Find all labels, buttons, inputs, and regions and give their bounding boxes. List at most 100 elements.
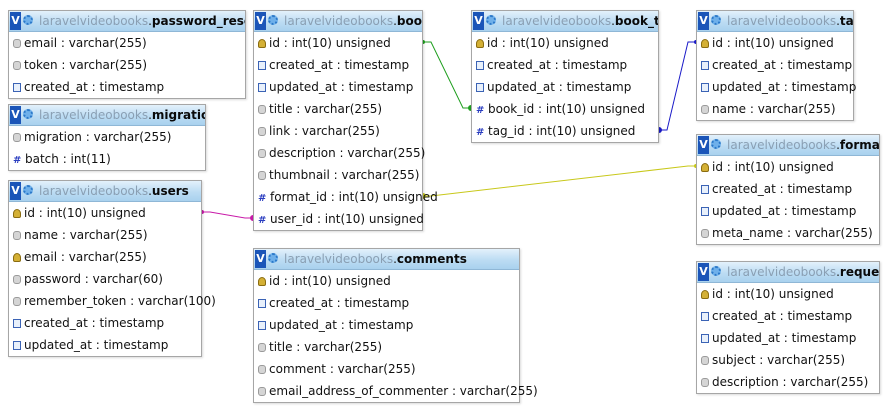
date-icon — [701, 334, 709, 343]
column-text: title : varchar(255) — [269, 102, 383, 116]
gen-icon — [258, 171, 266, 180]
date-icon — [701, 61, 709, 70]
toggle-columns-button[interactable]: V — [698, 136, 709, 154]
relation-books-users — [200, 210, 256, 221]
column-row: id : int(10) unsigned — [254, 32, 422, 54]
column-text: id : int(10) unsigned — [712, 287, 834, 301]
gear-icon[interactable] — [711, 15, 721, 25]
column-row: #user_id : int(10) unsigned — [254, 208, 424, 230]
table-name: book_tag — [614, 14, 658, 28]
date-icon — [258, 83, 266, 92]
key-icon — [701, 39, 709, 48]
gear-icon[interactable] — [486, 15, 496, 25]
num-icon: # — [13, 155, 22, 166]
column-text: created_at : timestamp — [269, 58, 410, 72]
column-text: updated_at : timestamp — [269, 318, 414, 332]
column-text: book_id : int(10) unsigned — [488, 102, 645, 116]
gen-icon — [13, 61, 21, 70]
table-title: laravelvideobooks.formats — [727, 137, 879, 153]
date-icon — [13, 83, 21, 92]
table-title: laravelvideobooks.migrations — [39, 107, 205, 123]
gear-icon[interactable] — [23, 15, 33, 25]
toggle-columns-button[interactable]: V — [698, 263, 709, 281]
column-text: created_at : timestamp — [712, 309, 853, 323]
database-name: laravelvideobooks — [502, 14, 612, 28]
column-row: description : varchar(255) — [254, 142, 425, 164]
num-icon: # — [476, 127, 485, 138]
table-name: requests — [839, 265, 879, 279]
toggle-columns-button[interactable]: V — [255, 250, 266, 268]
column-text: created_at : timestamp — [712, 182, 853, 196]
column-row: id : int(10) unsigned — [472, 32, 658, 54]
database-name: laravelvideobooks — [39, 108, 149, 122]
column-row: updated_at : timestamp — [697, 327, 879, 349]
column-text: password : varchar(60) — [24, 272, 163, 286]
gear-icon[interactable] — [23, 185, 33, 195]
gear-icon[interactable] — [268, 15, 278, 25]
date-icon — [13, 319, 21, 328]
column-row: link : varchar(255) — [254, 120, 422, 142]
toggle-columns-button[interactable]: V — [10, 106, 21, 124]
column-text: created_at : timestamp — [712, 58, 853, 72]
gen-icon — [258, 149, 266, 158]
toggle-columns-button[interactable]: V — [10, 12, 21, 30]
column-text: created_at : timestamp — [487, 58, 628, 72]
toggle-columns-button[interactable]: V — [255, 12, 266, 30]
column-text: updated_at : timestamp — [24, 338, 169, 352]
column-text: comment : varchar(255) — [269, 362, 416, 376]
gear-icon[interactable] — [711, 266, 721, 276]
column-row: #tag_id : int(10) unsigned — [472, 120, 658, 142]
relation-book_tag-books — [421, 40, 474, 111]
column-text: user_id : int(10) unsigned — [270, 212, 424, 226]
table-password-resets[interactable]: Vlaravelvideobooks.password_resetsemail … — [8, 10, 246, 99]
column-row: subject : varchar(255) — [697, 349, 879, 371]
key-icon — [13, 253, 21, 262]
column-row: id : int(10) unsigned — [254, 270, 519, 292]
toggle-columns-button[interactable]: V — [473, 12, 484, 30]
gen-icon — [701, 229, 709, 238]
toggle-columns-button[interactable]: V — [10, 182, 21, 200]
column-text: subject : varchar(255) — [712, 353, 846, 367]
column-row: created_at : timestamp — [9, 312, 201, 334]
column-row: comment : varchar(255) — [254, 358, 519, 380]
column-row: created_at : timestamp — [9, 76, 245, 98]
gen-icon — [701, 356, 709, 365]
table-name: password_resets — [151, 14, 245, 28]
key-icon — [701, 163, 709, 172]
table-title: laravelvideobooks.tags — [727, 13, 853, 29]
column-row: created_at : timestamp — [254, 292, 519, 314]
gen-icon — [701, 378, 709, 387]
num-icon: # — [258, 193, 267, 204]
key-icon — [258, 39, 266, 48]
date-icon — [701, 185, 709, 194]
toggle-columns-button[interactable]: V — [698, 12, 709, 30]
gear-icon[interactable] — [711, 139, 721, 149]
relation-books-formats — [420, 164, 698, 199]
table-title: laravelvideobooks.requests — [727, 264, 879, 280]
database-name: laravelvideobooks — [284, 252, 394, 266]
column-text: updated_at : timestamp — [712, 204, 857, 218]
key-icon — [701, 290, 709, 299]
gen-icon — [258, 387, 266, 396]
gear-icon[interactable] — [23, 109, 33, 119]
date-icon — [701, 83, 709, 92]
database-name: laravelvideobooks — [727, 138, 837, 152]
gear-icon[interactable] — [268, 253, 278, 263]
